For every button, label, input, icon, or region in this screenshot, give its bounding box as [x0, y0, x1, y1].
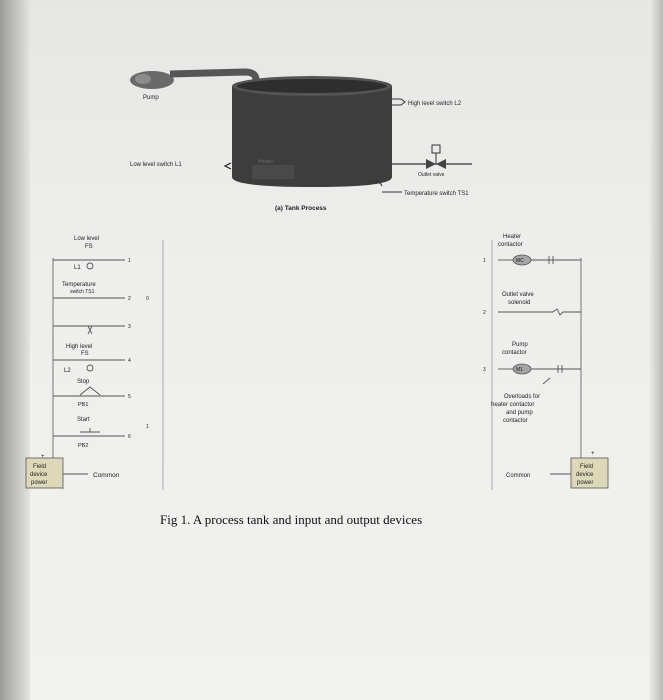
pump-overload-contact — [557, 365, 563, 373]
low-level-label: Low level — [74, 236, 99, 242]
solenoid-symbol — [552, 308, 581, 316]
output-field-power-box: Field device power — [570, 457, 609, 489]
start-label: Start — [77, 417, 90, 423]
l1-label: L1 — [74, 265, 81, 271]
output-terminal-2: 2 — [483, 310, 486, 316]
pump-label: Pump — [143, 95, 159, 101]
temperature-switch-contact — [87, 325, 93, 335]
l2-label: L2 — [64, 368, 71, 374]
heater-label-1: Heater — [503, 234, 521, 240]
output-terminal-1: 1 — [483, 258, 486, 264]
tank-body — [232, 86, 392, 187]
output-terminal-3: 3 — [483, 367, 486, 373]
input-devices — [52, 240, 164, 490]
heater-label-2: contactor — [498, 242, 523, 248]
temperature-label: Temperature — [62, 282, 96, 288]
output-coils: MC M1 — [512, 254, 532, 375]
heater-label: Heater — [258, 159, 273, 165]
input-field-label-2: device — [30, 472, 48, 478]
valve-label-2: solenoid — [508, 300, 530, 306]
stop-label: Stop — [77, 379, 90, 385]
output-common-label: Common — [506, 473, 530, 479]
input-common-label: Common — [93, 472, 120, 479]
terminal-4: 4 — [128, 358, 131, 364]
terminal-1: 1 — [128, 258, 131, 264]
valve-actuator — [431, 144, 441, 154]
input-field-power-box: Field device power — [25, 457, 64, 489]
terminal-5: 5 — [128, 394, 131, 400]
page-shadow-left — [0, 0, 30, 700]
pb2-label: PB2 — [78, 443, 88, 449]
output-field-label-2: device — [576, 472, 594, 478]
output-plus-sign: + — [591, 451, 595, 457]
overloads-label-3: and pump — [506, 410, 533, 416]
terminal-2: 2 — [128, 296, 131, 302]
m1-label: M1 — [516, 367, 523, 373]
temp-switch-probe — [369, 180, 383, 187]
terminal-extra-1: 1 — [146, 424, 149, 430]
pump-contactor-coil — [512, 363, 532, 375]
start-button-symbol — [80, 428, 100, 433]
overload-arrow — [542, 377, 551, 385]
input-minus-sign: - — [62, 486, 64, 492]
tank-process-caption: (a) Tank Process — [275, 205, 327, 212]
output-field-label-3: power — [577, 480, 593, 486]
fs1-label: FS — [85, 244, 93, 250]
terminal-3: 3 — [128, 324, 131, 330]
output-field-label-1: Field — [580, 464, 593, 470]
switch-ts1-label: switch TS1 — [70, 289, 95, 295]
heater-overload-contact — [548, 256, 554, 264]
pump-label-1: Pump — [512, 342, 528, 348]
figure-caption: Fig 1. A process tank and input and outp… — [160, 512, 423, 527]
output-devices — [491, 240, 582, 490]
high-level-label: High level — [66, 344, 92, 350]
tank-top-inner — [237, 79, 387, 93]
terminal-6: 6 — [128, 434, 131, 440]
high-level-switch-label: High level switch L2 — [408, 101, 462, 107]
tank-process: Pump Heater High level switch L2 Low lev… — [130, 68, 472, 212]
output-field-box — [570, 457, 609, 489]
input-plus-sign: + — [41, 454, 45, 460]
input-field-label-1: Field — [33, 464, 46, 470]
overloads-label-2: heater contactor — [491, 402, 534, 408]
input-labels: Low level FS L1 Temperature switch TS1 H… — [41, 236, 149, 492]
overloads-label-1: Overloads for — [504, 394, 540, 400]
page-shadow-right — [649, 0, 663, 700]
fs2-label: FS — [81, 351, 89, 357]
high-level-switch-contact — [86, 364, 94, 372]
pb1-label: PB1 — [78, 402, 88, 408]
input-field-label-3: power — [31, 480, 47, 486]
output-labels: Heater contactor Outlet valve solenoid P… — [483, 234, 595, 479]
overloads-label-4: contactor — [503, 418, 528, 424]
low-level-switch-label: Low level switch L1 — [130, 162, 182, 168]
input-field-box — [25, 457, 64, 489]
stop-button-symbol — [79, 386, 101, 396]
high-level-switch-symbol — [392, 98, 406, 106]
mc-label: MC — [516, 258, 524, 264]
low-level-switch-contact — [86, 262, 94, 270]
heater-element — [252, 165, 294, 179]
temperature-switch-label: Temperature switch TS1 — [404, 191, 469, 197]
outlet-valve-label: Outlet valve — [418, 172, 445, 178]
terminal-0: 0 — [146, 296, 149, 302]
low-level-switch-symbol — [223, 162, 232, 170]
pump-inlet — [135, 74, 151, 84]
heater-contactor-coil — [512, 254, 532, 266]
pump-label-2: contactor — [502, 350, 527, 356]
valve-label-1: Outlet valve — [502, 292, 534, 298]
